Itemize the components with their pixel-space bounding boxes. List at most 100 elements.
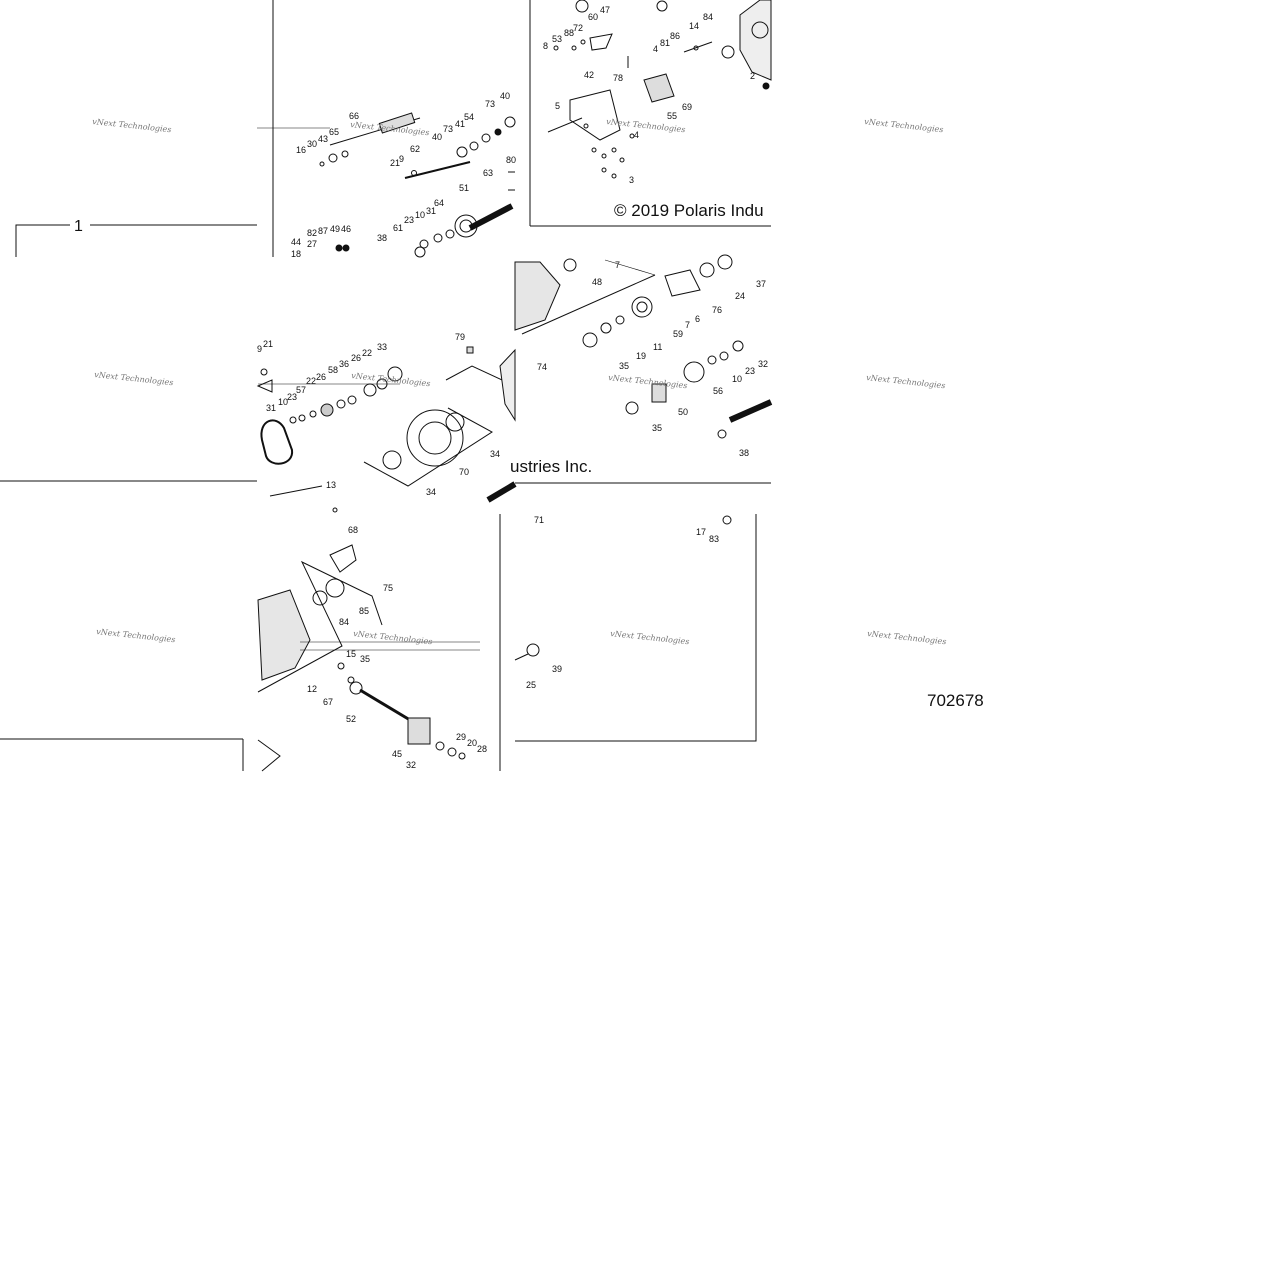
copyright-text: © 2019 Polaris Indu	[614, 201, 764, 220]
callout: 5	[555, 101, 560, 111]
callout: 81	[660, 38, 670, 48]
callout: 40	[432, 132, 442, 142]
callout: 17	[696, 527, 706, 537]
callout: 31	[426, 206, 436, 216]
callout: 79	[455, 332, 465, 342]
callout: 32	[758, 359, 768, 369]
callout: 18	[291, 249, 301, 259]
callout: 14	[689, 21, 699, 31]
callout: 28	[477, 744, 487, 754]
frame-lines	[0, 0, 771, 772]
callout: 32	[406, 760, 416, 770]
callout: 78	[613, 73, 623, 83]
tile-bottom-right	[514, 515, 732, 661]
callout: 87	[318, 226, 328, 236]
callout: 84	[339, 617, 349, 627]
callout: 33	[377, 342, 387, 352]
drawing-number: 702678	[927, 691, 984, 710]
callout: 60	[588, 12, 598, 22]
watermarks: vNext Technologies vNext Technologies vN…	[92, 117, 947, 646]
callout: 25	[526, 680, 536, 690]
watermark: vNext Technologies	[92, 117, 172, 134]
callout: 20	[467, 738, 477, 748]
tile-top-left	[319, 112, 516, 258]
callout: 10	[415, 210, 425, 220]
callout: 34	[426, 487, 436, 497]
callout: 6	[695, 314, 700, 324]
callout: 52	[346, 714, 356, 724]
callout: 26	[316, 372, 326, 382]
callout: 76	[712, 305, 722, 315]
callout: 39	[552, 664, 562, 674]
tile-bottom-left	[257, 544, 480, 760]
callout: 64	[434, 198, 444, 208]
callout: 73	[485, 99, 495, 109]
gear-part	[454, 214, 478, 238]
callout: 83	[709, 534, 719, 544]
callout: 69	[682, 102, 692, 112]
callout: 7	[685, 320, 690, 330]
washer-part	[328, 153, 338, 163]
callout: 59	[673, 329, 683, 339]
callout: 54	[464, 112, 474, 122]
callout: 38	[739, 448, 749, 458]
callout: 63	[483, 168, 493, 178]
callout: 38	[377, 233, 387, 243]
callout: 58	[328, 365, 338, 375]
callout: 88	[564, 28, 574, 38]
watermark: vNext Technologies	[96, 627, 176, 644]
copyright-text-tail: ustries Inc.	[510, 457, 592, 476]
callout: 40	[500, 91, 510, 101]
callouts-top-right: 47 60 72 88 53 8 42 78 5 69 55 4 3 14 84…	[543, 5, 755, 185]
tile-mid-left	[256, 346, 517, 513]
callout: 41	[455, 119, 465, 129]
callout: 84	[703, 12, 713, 22]
callout: 29	[456, 732, 466, 742]
callout: 86	[670, 31, 680, 41]
watermark: vNext Technologies	[353, 629, 433, 646]
callout: 3	[629, 175, 634, 185]
callout: 74	[537, 362, 547, 372]
callout: 22	[362, 348, 372, 358]
callout: 11	[653, 342, 662, 352]
callout: 80	[506, 155, 516, 165]
callout: 15	[346, 649, 356, 659]
bolt-cluster	[583, 123, 635, 179]
callout: 9	[399, 154, 404, 164]
callout: 13	[326, 480, 336, 490]
section-label: 1	[74, 218, 83, 235]
callout: 35	[360, 654, 370, 664]
big-gear-part	[406, 409, 464, 467]
callout: 12	[307, 684, 317, 694]
callout: 42	[584, 70, 594, 80]
callout: 85	[359, 606, 369, 616]
callout: 23	[404, 215, 414, 225]
callout: 57	[296, 385, 306, 395]
callout: 21	[263, 339, 273, 349]
callout: 71	[534, 515, 544, 525]
watermark: vNext Technologies	[94, 370, 174, 387]
callout: 26	[351, 353, 361, 363]
callout: 70	[459, 467, 469, 477]
callout: 10	[732, 374, 742, 384]
callout: 36	[339, 359, 349, 369]
callout: 48	[592, 277, 602, 287]
tile-top-right	[547, 0, 772, 179]
callout: 31	[266, 403, 276, 413]
callout: 35	[619, 361, 629, 371]
callout: 50	[678, 407, 688, 417]
watermark: vNext Technologies	[610, 629, 690, 646]
callout: 73	[443, 124, 453, 134]
callout: 65	[329, 127, 339, 137]
callout: 19	[636, 351, 646, 361]
tile-mid-right	[514, 254, 773, 439]
chain-part	[260, 419, 294, 465]
callouts-mid-right: 48 7 37 24 76 6 7 59 11 19 35 74 32 23 1…	[537, 260, 768, 458]
callout: 72	[573, 23, 583, 33]
callout: 47	[600, 5, 610, 15]
callout: 43	[318, 134, 328, 144]
watermark: vNext Technologies	[867, 629, 947, 646]
callout: 53	[552, 34, 562, 44]
callout: 51	[459, 183, 469, 193]
